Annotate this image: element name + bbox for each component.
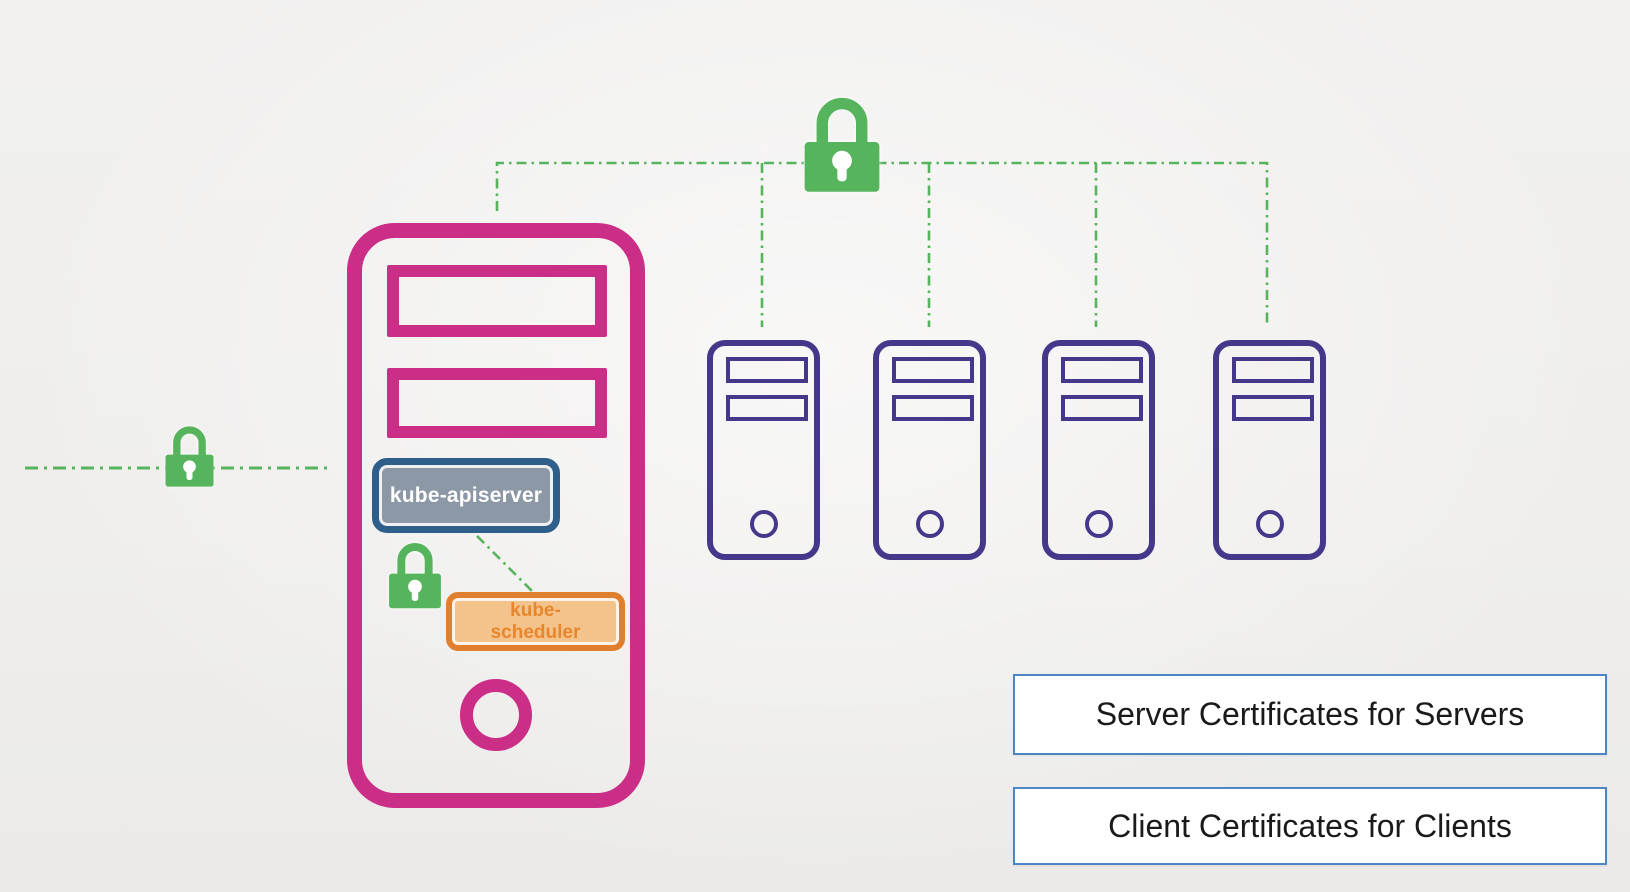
worker-node-tower-4 — [1213, 340, 1326, 560]
kube-apiserver-label: kube-apiserver — [389, 483, 543, 507]
kube-apiserver-box: kube-apiserver — [372, 458, 560, 533]
worker-node-tower-3 — [1042, 340, 1155, 560]
power-button — [750, 510, 778, 538]
client-certificates-label: Client Certificates for Clients — [1108, 807, 1512, 844]
drive-bay — [1232, 357, 1314, 383]
drive-bay — [1232, 395, 1314, 421]
client-certificates-legend-box: Client Certificates for Clients — [1013, 787, 1607, 865]
power-button — [916, 510, 944, 538]
drive-bay — [726, 395, 808, 421]
drive-bay — [892, 395, 974, 421]
drive-bay — [892, 357, 974, 383]
kube-scheduler-label-line2: scheduler — [490, 621, 581, 643]
power-button — [460, 679, 532, 751]
drive-bay — [726, 357, 808, 383]
power-button — [1085, 510, 1113, 538]
worker-node-tower-2 — [873, 340, 986, 560]
kube-scheduler-box: kube- scheduler — [446, 592, 625, 651]
server-certificates-legend-box: Server Certificates for Servers — [1013, 674, 1607, 755]
drive-bay — [387, 265, 607, 337]
power-button — [1256, 510, 1284, 538]
drive-bay — [387, 368, 607, 438]
padlock-icon-servers — [805, 104, 880, 192]
drive-bay — [1061, 395, 1143, 421]
padlock-icon-clients — [166, 430, 214, 487]
server-certificates-label: Server Certificates for Servers — [1095, 696, 1525, 732]
master-node-tower: kube-apiserver kube- scheduler — [347, 223, 645, 808]
worker-node-tower-1 — [707, 340, 820, 560]
kube-scheduler-label-line1: kube- — [510, 599, 561, 621]
drive-bay — [1061, 357, 1143, 383]
